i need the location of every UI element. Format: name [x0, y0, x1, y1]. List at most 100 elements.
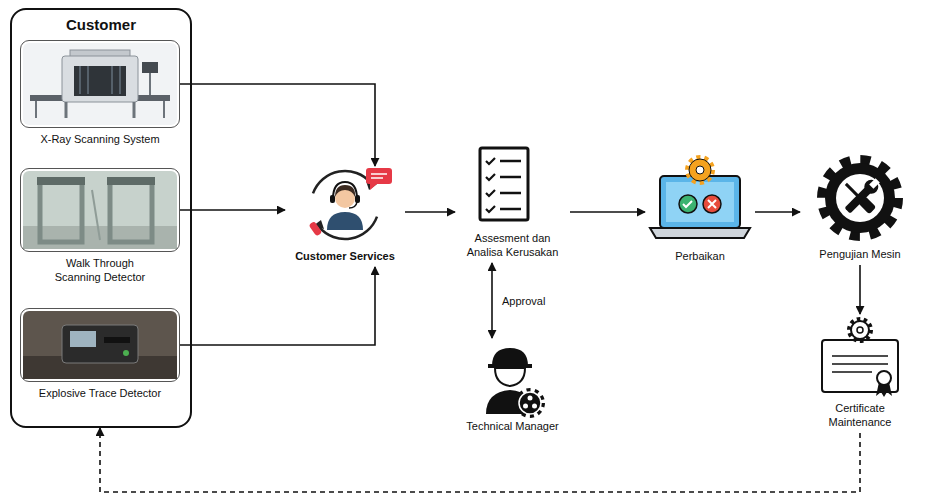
customer-service-icon-part — [371, 173, 387, 175]
xray-machine-illustration — [23, 43, 177, 125]
xray-machine-illustration-part — [74, 66, 126, 96]
machine-testing-icon-part — [825, 163, 895, 233]
icon-space — [455, 140, 570, 228]
xray-machine-illustration-part — [163, 101, 165, 118]
checklist-icon-part — [486, 158, 495, 164]
repair-laptop-icon-part — [683, 201, 692, 207]
customer-service-icon — [309, 168, 392, 239]
technical-manager-icon-part — [519, 392, 541, 414]
customer-service-icon-part — [309, 221, 323, 236]
equipment-box: Explosive Trace Detector — [20, 308, 180, 382]
explosive-trace-detector-illustration-part — [104, 337, 130, 343]
node-label: X-Ray Scanning System — [15, 132, 185, 146]
customer-service-icon-part — [355, 195, 360, 203]
machine-testing-icon-part-part — [869, 178, 880, 189]
certificate-icon-part — [822, 340, 898, 392]
technical-manager-icon-part — [523, 404, 528, 409]
flow-arrow — [180, 209, 285, 211]
edge-label: Approval — [500, 294, 547, 308]
customer-service-icon-part — [349, 202, 357, 208]
output-icon: Certificate Maintenance — [805, 314, 915, 433]
node-label: Customer Services — [286, 249, 404, 263]
machine-testing-icon-part-part — [845, 183, 864, 202]
customer-service-icon-part — [330, 195, 335, 203]
process-icon: Customer Services — [285, 166, 405, 267]
walk-through-detector-illustration-part — [92, 190, 100, 240]
process-icon: Pengujian Mesin — [800, 152, 920, 265]
repair-laptop-icon-part — [688, 158, 713, 183]
machine-testing-icon-part-part — [858, 196, 876, 214]
icon-space — [455, 338, 570, 416]
customer-service-icon-part — [366, 168, 392, 184]
node-label: Walk Through Scanning Detector — [45, 256, 155, 284]
walk-through-detector-illustration-part — [23, 171, 177, 249]
checklist-icon-part — [500, 208, 521, 211]
checklist-icon-part — [480, 148, 528, 220]
customer-service-icon-part — [370, 184, 377, 190]
flow-arrow — [491, 263, 493, 338]
customer-panel: CustomerX-Ray Scanning SystemWalk Throug… — [10, 8, 192, 428]
certificate-icon-part — [851, 321, 869, 339]
connectors — [100, 84, 860, 492]
walk-through-detector-illustration-part — [107, 177, 155, 185]
icon-space — [800, 152, 920, 244]
xray-machine-illustration-part — [149, 73, 151, 95]
xray-machine-illustration-part — [142, 62, 158, 73]
certificate-icon-part — [857, 327, 863, 333]
certificate-icon-part — [849, 319, 871, 341]
xray-machine-illustration-part — [133, 102, 136, 118]
certificate-icon-part — [832, 363, 888, 365]
customer-service-icon-part — [335, 185, 355, 197]
walk-through-detector-illustration-part — [37, 177, 85, 185]
xray-machine-illustration-part — [87, 66, 89, 94]
icon-space — [805, 314, 915, 398]
walk-through-detector-illustration — [23, 171, 177, 249]
xray-machine-illustration-part — [119, 66, 121, 94]
certificate-icon — [822, 319, 898, 397]
walk-through-detector-illustration-part — [110, 182, 152, 242]
checklist-icon-part — [486, 174, 495, 180]
technical-manager-icon-part — [517, 390, 543, 416]
machine-testing-icon — [822, 160, 898, 236]
repair-laptop-icon-part — [650, 228, 750, 238]
checklist-icon-part — [486, 190, 495, 196]
node-label: Technical Manager — [456, 419, 569, 433]
machine-testing-icon-part-part — [861, 177, 881, 197]
icon-space — [645, 156, 755, 246]
checklist-icon-part — [500, 192, 521, 195]
machine-testing-icon-part — [822, 160, 898, 236]
machine-testing-icon-part — [836, 174, 884, 222]
repair-laptop-icon-part — [689, 159, 711, 181]
node-label: Pengujian Mesin — [801, 247, 919, 261]
flow-arrow — [570, 211, 645, 213]
repair-laptop-icon-part — [703, 195, 721, 213]
xray-machine-illustration-part — [23, 43, 177, 125]
repair-laptop-icon-part — [708, 200, 716, 208]
feedback-arrow — [100, 428, 860, 492]
technical-manager-icon — [486, 348, 543, 416]
flow-arrow — [755, 211, 800, 213]
certificate-icon-part — [832, 371, 872, 373]
node-label: Certificate Maintenance — [820, 401, 900, 429]
repair-laptop-icon-part — [696, 166, 704, 174]
certificate-icon-part — [877, 371, 891, 385]
flow-arrow — [405, 211, 455, 213]
equipment-box: X-Ray Scanning System — [20, 40, 180, 128]
xray-machine-illustration-part — [35, 101, 37, 118]
customer-service-icon-part — [371, 177, 383, 179]
repair-laptop-icon — [650, 158, 750, 239]
explosive-trace-detector-illustration-part — [23, 311, 177, 379]
explosive-trace-detector-illustration-part — [62, 325, 138, 363]
technical-manager-icon-part — [528, 396, 533, 401]
node-label: Explosive Trace Detector — [15, 386, 185, 400]
machine-testing-icon-part — [842, 175, 882, 215]
certificate-icon-part — [832, 355, 888, 357]
icon-space — [285, 166, 405, 246]
xray-machine-illustration-part — [79, 66, 81, 94]
explosive-trace-detector-illustration-part — [70, 331, 96, 347]
checklist-icon-part — [486, 206, 495, 212]
